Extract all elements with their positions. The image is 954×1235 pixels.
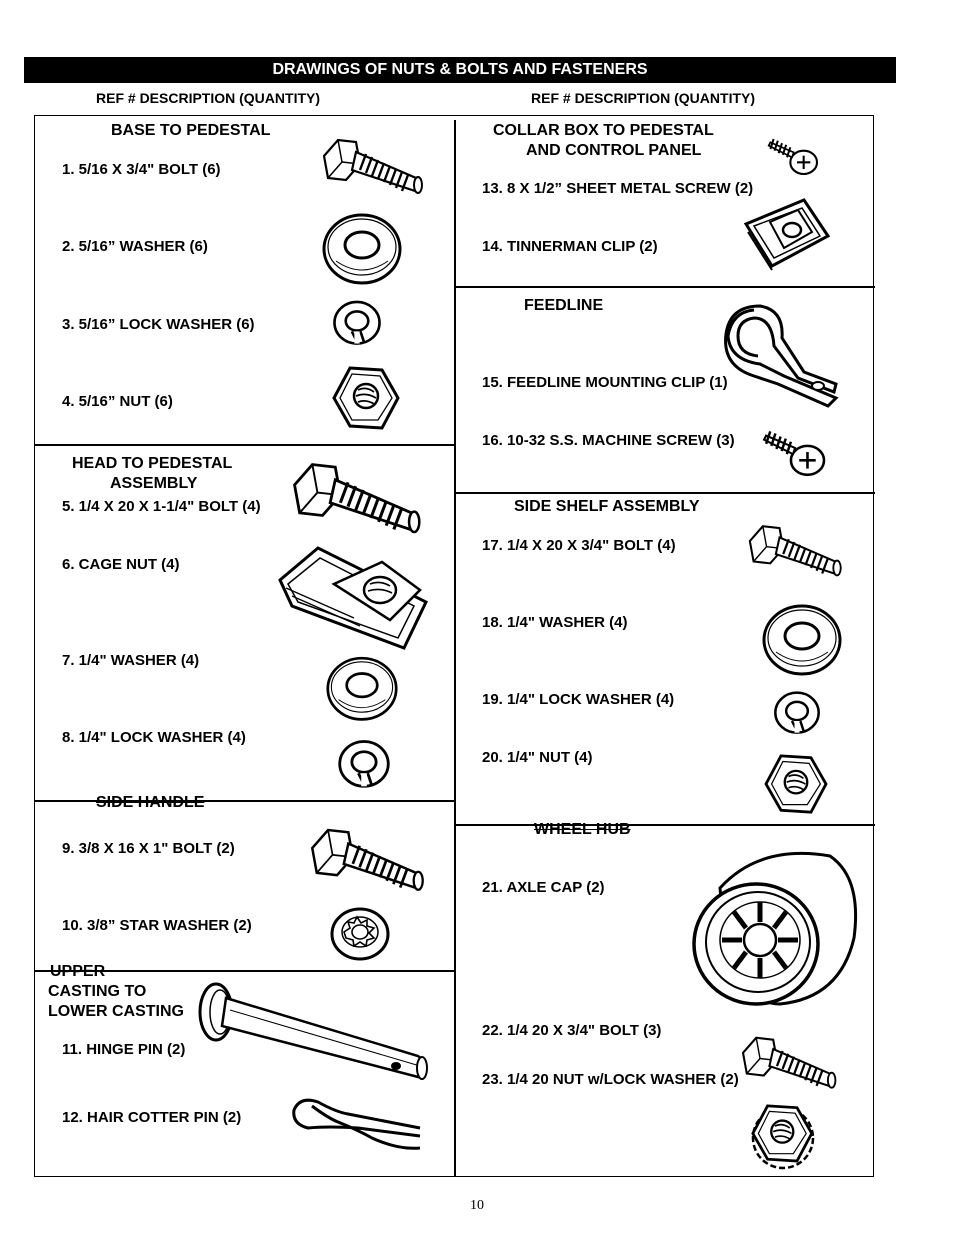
right-column-header: REF # DESCRIPTION (QUANTITY) [531,90,756,106]
page-number: 10 [470,1198,484,1213]
axle-cap-icon [692,852,858,1006]
divider-right-1 [455,286,875,288]
item-6: 6. CAGE NUT (4) [62,556,180,573]
hair-cotter-pin-icon [292,1098,421,1150]
machine-screw-icon [762,430,826,477]
section-title-wheel-hub: WHEEL HUB [534,821,631,838]
lock-washer-icon [333,300,381,345]
column-divider [454,120,456,1177]
section-title-head-to-pedestal: HEAD TO PEDESTAL [72,455,233,472]
item-23: 23. 1/4 20 NUT w/LOCK WASHER (2) [482,1071,739,1088]
item-20: 20. 1/4" NUT (4) [482,749,593,766]
item-1: 1. 5/16 X 3/4" BOLT (6) [62,161,221,178]
divider-right-3 [455,824,875,826]
hex-nut-icon [332,366,400,430]
item-13: 13. 8 X 1/2” SHEET METAL SCREW (2) [482,180,754,197]
long-hex-bolt-icon [293,463,421,534]
sheet-metal-screw-icon [767,137,819,176]
item-15: 15. FEEDLINE MOUNTING CLIP (1) [482,374,728,391]
hex-bolt-hub-icon [741,1036,837,1089]
large-hex-bolt-icon [310,828,425,892]
item-5: 5. 1/4 X 20 X 1-1/4" BOLT (4) [62,498,261,515]
left-column-header: REF # DESCRIPTION (QUANTITY) [96,90,321,106]
section-title-feedline: FEEDLINE [524,297,604,314]
item-10: 10. 3/8” STAR WASHER (2) [62,917,252,934]
flat-washer-shelf-icon [762,604,842,676]
section-title-lower-casting: LOWER CASTING [48,1003,184,1020]
hinge-pin-icon [198,982,428,1080]
hex-bolt-shelf-icon [748,525,842,577]
flat-washer-icon [322,213,402,285]
item-11: 11. HINGE PIN (2) [62,1041,186,1058]
nut-with-lock-washer-icon [751,1104,815,1170]
item-17: 17. 1/4 X 20 X 3/4" BOLT (4) [482,537,676,554]
divider-left-2 [34,800,455,802]
section-title-side-shelf: SIDE SHELF ASSEMBLY [514,498,700,515]
section-title-head-to-pedestal-line2: ASSEMBLY [110,475,198,492]
page-banner: DRAWINGS OF NUTS & BOLTS AND FASTENERS [24,57,896,83]
item-22: 22. 1/4 20 X 3/4" BOLT (3) [482,1022,662,1039]
section-title-collar-box: COLLAR BOX TO PEDESTAL [493,122,714,139]
divider-left-3 [34,970,455,972]
section-title-upper: UPPER [50,963,106,980]
item-7: 7. 1/4" WASHER (4) [62,652,200,669]
item-8: 8. 1/4" LOCK WASHER (4) [62,729,246,746]
divider-left-1 [34,444,455,446]
item-2: 2. 5/16” WASHER (6) [62,238,208,255]
section-title-collar-box-line2: AND CONTROL PANEL [526,142,702,159]
item-16: 16. 10-32 S.S. MACHINE SCREW (3) [482,432,735,449]
section-title-side-handle: SIDE HANDLE [96,794,205,811]
item-19: 19. 1/4" LOCK WASHER (4) [482,691,675,708]
feedline-mounting-clip-icon [724,304,839,408]
item-14: 14. TINNERMAN CLIP (2) [482,238,658,255]
cage-nut-icon [278,546,428,650]
hex-bolt-icon [322,138,424,195]
item-9: 9. 3/8 X 16 X 1" BOLT (2) [62,840,235,857]
item-4: 4. 5/16” NUT (6) [62,393,173,410]
section-title-casting-to: CASTING TO [48,983,147,1000]
item-18: 18. 1/4" WASHER (4) [482,614,628,631]
flat-washer-small-icon [326,656,398,721]
star-washer-icon [330,907,390,961]
divider-right-2 [455,492,875,494]
hex-nut-shelf-icon [764,754,828,814]
lock-washer-shelf-icon [774,691,820,734]
tinnerman-clip-icon [743,198,831,271]
item-21: 21. AXLE CAP (2) [482,879,605,896]
item-12: 12. HAIR COTTER PIN (2) [62,1109,242,1126]
lock-washer-small-icon [338,740,390,788]
item-3: 3. 5/16” LOCK WASHER (6) [62,316,255,333]
section-title-base-to-pedestal: BASE TO PEDESTAL [111,122,271,139]
